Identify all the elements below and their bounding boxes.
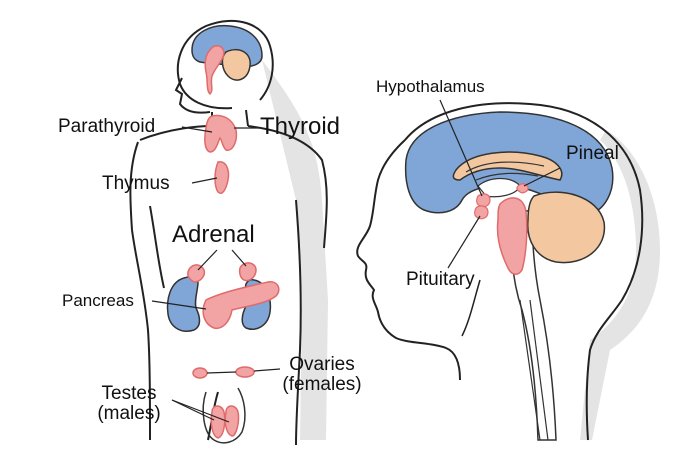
adrenal-right xyxy=(238,262,257,282)
spinal-line xyxy=(529,299,549,441)
front-brain-gland xyxy=(204,45,225,96)
label-testes: Testes (males) xyxy=(86,384,172,424)
inner-brain-line xyxy=(475,172,539,181)
torso-outline xyxy=(129,141,151,441)
pointer-pineal xyxy=(523,167,561,187)
ovary-right xyxy=(235,366,255,378)
pancreas-gland xyxy=(202,281,280,330)
head-outline xyxy=(176,19,274,110)
face-profile-outline xyxy=(356,139,461,381)
torso-outline xyxy=(247,125,328,249)
spinal-line xyxy=(519,299,541,441)
pointer-adrenal-left xyxy=(197,249,218,271)
adrenal-left xyxy=(187,264,206,283)
testis-left xyxy=(210,405,226,439)
pineal-gland xyxy=(516,183,529,194)
label-pancreas: Pancreas xyxy=(62,291,134,310)
face-outline xyxy=(174,77,211,114)
thyroid-gland xyxy=(204,114,238,153)
pointer-parathyroid xyxy=(181,126,213,133)
hypothalamus-gland xyxy=(476,193,491,208)
pointer-testis-right xyxy=(171,399,230,423)
label-parathyroid: Parathyroid xyxy=(58,116,156,137)
head-profile-outline xyxy=(404,102,644,441)
pointer-pancreas xyxy=(151,300,207,310)
pointer-adrenal-right xyxy=(231,249,247,267)
body-shadow xyxy=(262,60,328,440)
head-shadow xyxy=(580,130,660,440)
torso-outline xyxy=(295,199,302,446)
pointer-ovary-left xyxy=(206,371,237,374)
pointer-pituitary xyxy=(447,215,481,269)
testis-right xyxy=(224,405,240,437)
label-thymus: Thymus xyxy=(102,173,170,194)
label-pineal: Pineal xyxy=(566,143,619,164)
cerebellum xyxy=(527,191,606,264)
pituitary-gland xyxy=(474,205,489,220)
label-hypothalamus: Hypothalamus xyxy=(376,77,485,96)
neck-outline xyxy=(245,109,249,127)
pointer-thymus xyxy=(191,177,218,184)
pons xyxy=(496,197,528,275)
arm-outline xyxy=(149,205,165,289)
scrotum-outline xyxy=(202,387,246,444)
label-testes-line1: Testes xyxy=(101,383,157,404)
pointer-ovary-right xyxy=(253,368,281,372)
ovary-left xyxy=(192,367,208,379)
jaw-line xyxy=(461,279,481,337)
corpus-callosum xyxy=(452,151,563,181)
label-testes-line2: (males) xyxy=(97,402,161,424)
label-ovaries: Ovaries (females) xyxy=(276,355,368,395)
label-ovaries-line1: Ovaries xyxy=(289,354,355,375)
inner-brain-line xyxy=(465,161,545,173)
thymus-gland xyxy=(214,161,230,194)
front-brain-cerebellum xyxy=(221,48,251,81)
label-pituitary: Pituitary xyxy=(406,269,475,290)
label-ovaries-line2: (females) xyxy=(282,373,362,395)
pointer-hypothalamus xyxy=(439,99,483,197)
label-thyroid: Thyroid xyxy=(260,113,341,140)
label-adrenal: Adrenal xyxy=(172,221,255,248)
